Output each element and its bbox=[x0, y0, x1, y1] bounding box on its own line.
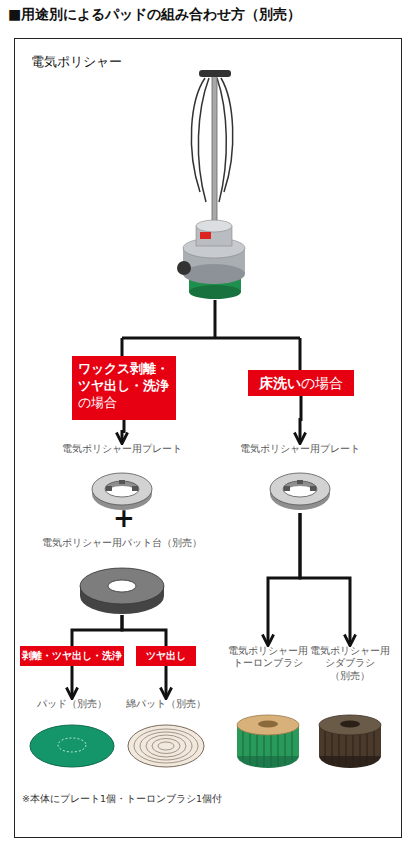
polisher-illustration bbox=[177, 70, 245, 299]
node-text: 剥離・ツヤ出し・洗浄 bbox=[20, 646, 124, 666]
pad-illustration bbox=[30, 725, 114, 767]
item-box: パッド（別売） bbox=[24, 698, 120, 772]
item-box: 電気ポリシャー用プレート bbox=[240, 443, 360, 513]
brush-base bbox=[319, 715, 381, 735]
cotton-ring bbox=[158, 742, 174, 750]
node-text: 電気ポリシャー用 シダブラシ（別売） bbox=[309, 645, 391, 682]
node-text: の場合 bbox=[301, 375, 343, 391]
handle-grip bbox=[199, 70, 231, 77]
plate-illustration bbox=[270, 473, 330, 510]
plate bbox=[270, 473, 330, 505]
torlon-brush-illustration bbox=[237, 715, 299, 768]
item-box: 電気ポリシャー用 シダブラシ（別売） bbox=[309, 645, 391, 770]
plate-tab bbox=[119, 480, 125, 484]
wheel bbox=[177, 261, 191, 275]
plate-tab bbox=[106, 486, 112, 491]
body bbox=[183, 264, 245, 284]
category-box: 床洗いの場合 bbox=[248, 370, 354, 396]
flow-arrow bbox=[165, 666, 168, 698]
cotton-pad-illustration bbox=[128, 725, 204, 767]
frame-box: 電気ポリシャーワックス剥離・ツヤ出し・洗浄の場合床洗いの場合電気ポリシャー用プレ… bbox=[14, 38, 402, 838]
use-box: 剥離・ツヤ出し・洗浄 bbox=[20, 646, 124, 666]
node-text: ワックス剥離・ツヤ出し・洗浄 bbox=[78, 361, 170, 395]
pad-base bbox=[80, 568, 164, 604]
pad-center bbox=[58, 738, 86, 752]
bristle-lines bbox=[243, 730, 292, 767]
flow-arrow bbox=[300, 396, 301, 443]
flow-arrow bbox=[268, 513, 300, 645]
branch-line bbox=[214, 300, 217, 338]
motor bbox=[196, 220, 232, 232]
cotton-pad bbox=[128, 725, 204, 767]
node-text: 電気ポリシャー bbox=[31, 53, 401, 71]
node-text: 電気ポリシャー用プレート bbox=[62, 443, 182, 455]
node-text: 綿パット（別売） bbox=[121, 698, 211, 710]
node-text: ツヤ出し bbox=[136, 646, 196, 666]
use-box: ツヤ出し bbox=[136, 646, 196, 666]
node-text: パッド（別売） bbox=[24, 698, 120, 710]
bristle-lines bbox=[325, 730, 374, 767]
node-text: 電気ポリシャー用パット台（別売） bbox=[40, 537, 204, 549]
shida-brush-illustration bbox=[319, 715, 381, 768]
node-text: の場合 bbox=[78, 395, 170, 412]
brush bbox=[189, 285, 241, 299]
shaft bbox=[212, 76, 217, 236]
cotton-ring bbox=[152, 739, 180, 754]
node-text: 電気ポリシャー用プレート bbox=[240, 443, 360, 455]
flow-line bbox=[122, 615, 166, 646]
flow-arrow bbox=[71, 666, 74, 698]
cotton-ring bbox=[134, 729, 198, 763]
node-text: 床洗い bbox=[259, 375, 301, 391]
item-box: 電気ポリシャー用パット台（別売） bbox=[40, 537, 204, 615]
plate-tab bbox=[297, 480, 303, 484]
item-box: 綿パット（別売） bbox=[121, 698, 211, 772]
pad-base-illustration bbox=[80, 568, 164, 614]
flow-arrow bbox=[300, 513, 350, 645]
cord bbox=[198, 78, 209, 202]
pad bbox=[30, 725, 114, 767]
brush-base bbox=[237, 715, 299, 735]
cord bbox=[217, 78, 226, 202]
item-box: 電気ポリシャー用プレート bbox=[62, 443, 182, 513]
plus-sign: + bbox=[113, 505, 135, 531]
category-box: ワックス剥離・ツヤ出し・洗浄の場合 bbox=[72, 356, 176, 420]
branch-line bbox=[121, 338, 124, 356]
brush-hub bbox=[258, 721, 278, 728]
cotton-ring bbox=[140, 732, 192, 760]
cotton-ring bbox=[146, 735, 186, 757]
page-title: ■用途別によるパッドの組み合わせ方（別売） bbox=[8, 6, 301, 24]
flow-arrow bbox=[122, 420, 124, 443]
branch-line bbox=[122, 337, 300, 340]
item-box: 電気ポリシャー用 トーロンブラシ bbox=[227, 645, 309, 770]
plate-tab bbox=[310, 486, 316, 491]
plate-tab bbox=[132, 486, 138, 491]
node-text: 電気ポリシャー用 トーロンブラシ bbox=[227, 645, 309, 670]
motor-badge bbox=[200, 232, 211, 239]
branch-line bbox=[299, 338, 302, 370]
pad-base-hole bbox=[108, 580, 136, 592]
brush-hub bbox=[340, 721, 360, 728]
flow-line bbox=[72, 615, 122, 646]
note-text: ※本体にプレート1個・トーロンブラシ1個付 bbox=[22, 793, 222, 806]
plate bbox=[92, 473, 152, 505]
plate-tab bbox=[284, 486, 290, 491]
